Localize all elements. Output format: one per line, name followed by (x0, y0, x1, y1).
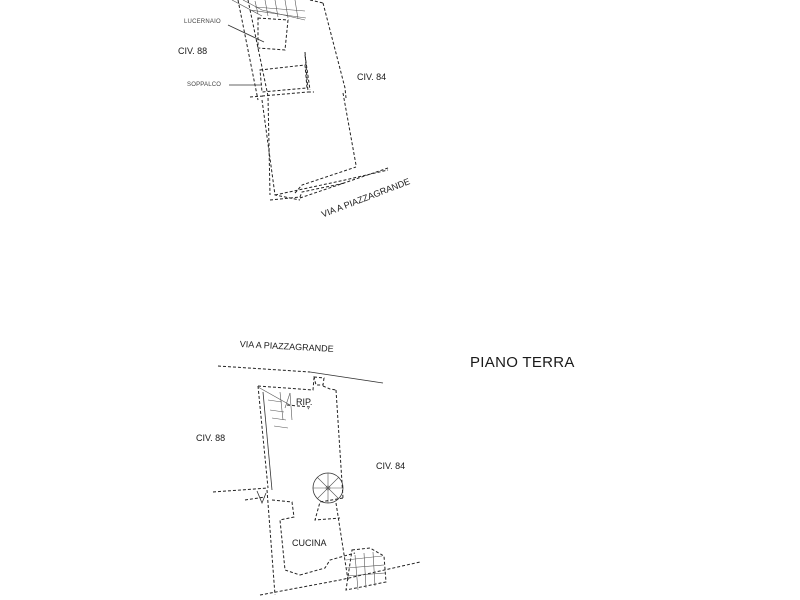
ground-stairs-icon (257, 386, 293, 429)
spiral-stair-icon (312, 472, 344, 504)
ground-civ-84-label: CIV. 84 (376, 461, 406, 471)
ground-civ-88-label: CIV. 88 (196, 433, 226, 443)
rip-label: RIP. (296, 397, 313, 407)
cucina-label: CUCINA (292, 538, 327, 548)
plan-title: PIANO TERRA (470, 354, 575, 371)
lucernaio-label: LUCERNAIO (184, 19, 221, 25)
upper-civ-84-label: CIV. 84 (357, 72, 387, 82)
upper-civ-88-label: CIV. 88 (178, 46, 208, 56)
ground-floor-plan (212, 365, 421, 596)
soppalco-label: SOPPALCO (187, 82, 222, 88)
upper-floor-plan (227, 0, 389, 201)
upper-stairs-icon (231, 0, 307, 21)
exterior-stairs-icon (345, 547, 387, 591)
